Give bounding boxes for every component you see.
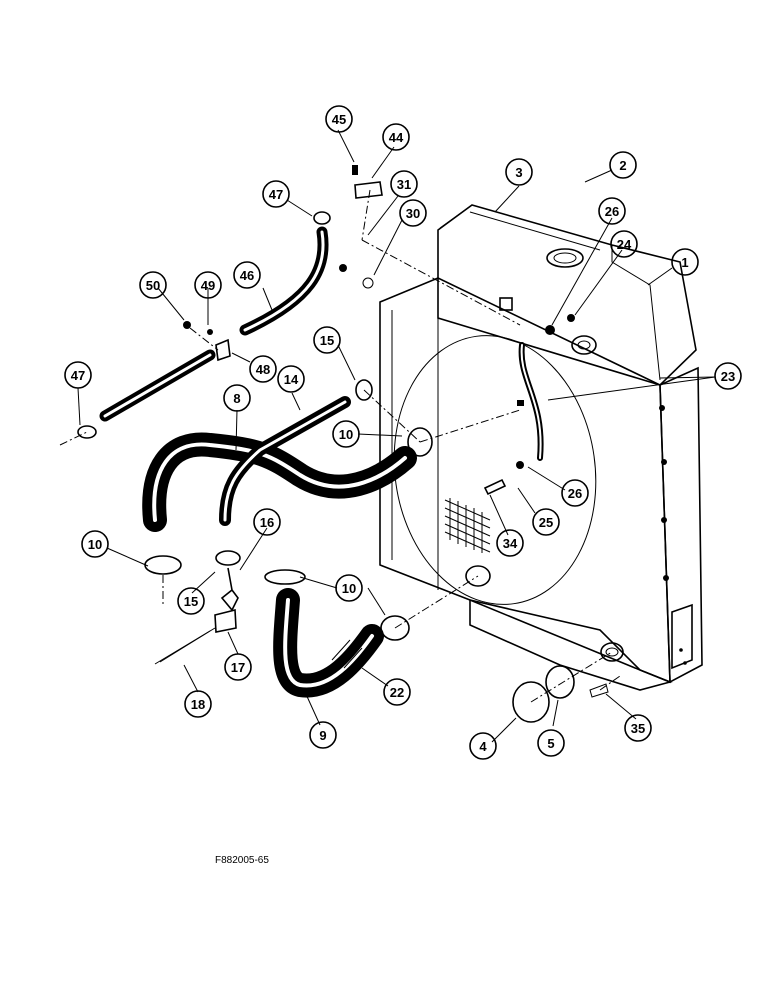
callout-22: 22 bbox=[383, 678, 411, 706]
callout-15-a: 15 bbox=[313, 326, 341, 354]
vent-tube-46 bbox=[239, 226, 329, 336]
svg-text:15: 15 bbox=[320, 333, 334, 348]
overflow-tube bbox=[518, 342, 544, 461]
svg-text:26: 26 bbox=[605, 204, 619, 219]
callout-50: 50 bbox=[139, 271, 167, 299]
callout-4: 4 bbox=[469, 732, 497, 760]
svg-text:2: 2 bbox=[619, 158, 626, 173]
svg-text:26: 26 bbox=[568, 486, 582, 501]
callout-8: 8 bbox=[223, 384, 251, 412]
lower-hose bbox=[273, 588, 384, 698]
callout-9: 9 bbox=[309, 721, 337, 749]
svg-text:46: 46 bbox=[240, 268, 254, 283]
callout-23: 23 bbox=[714, 362, 742, 390]
callout-1: 1 bbox=[671, 248, 699, 276]
svg-text:24: 24 bbox=[617, 237, 632, 252]
figure-code: F882005-65 bbox=[215, 855, 269, 866]
svg-text:3: 3 bbox=[515, 165, 522, 180]
svg-text:8: 8 bbox=[233, 391, 240, 406]
svg-text:17: 17 bbox=[231, 660, 245, 675]
tube-14 bbox=[219, 396, 351, 526]
svg-text:1: 1 bbox=[681, 255, 688, 270]
callout-46: 46 bbox=[233, 261, 261, 289]
svg-text:4: 4 bbox=[479, 739, 487, 754]
core-mesh bbox=[444, 498, 491, 553]
svg-text:44: 44 bbox=[389, 130, 404, 145]
callout-17: 17 bbox=[224, 653, 252, 681]
svg-text:31: 31 bbox=[397, 177, 411, 192]
svg-text:16: 16 bbox=[260, 515, 274, 530]
svg-text:35: 35 bbox=[631, 721, 645, 736]
svg-text:34: 34 bbox=[503, 536, 518, 551]
callout-10-a: 10 bbox=[332, 420, 360, 448]
callout-3: 3 bbox=[505, 158, 533, 186]
svg-text:10: 10 bbox=[342, 581, 356, 596]
leader-lines bbox=[77, 129, 716, 743]
svg-text:30: 30 bbox=[406, 206, 420, 221]
callout-25: 25 bbox=[532, 508, 560, 536]
upper-hose bbox=[142, 432, 417, 532]
callout-26-a: 26 bbox=[561, 479, 589, 507]
callout-14: 14 bbox=[277, 365, 305, 393]
callout-16: 16 bbox=[253, 508, 281, 536]
radiator-assembly bbox=[379, 204, 703, 691]
callout-34: 34 bbox=[496, 529, 524, 557]
callout-26-b: 26 bbox=[598, 197, 626, 225]
svg-text:49: 49 bbox=[201, 278, 215, 293]
svg-text:9: 9 bbox=[319, 728, 326, 743]
callout-30: 30 bbox=[399, 199, 427, 227]
svg-text:23: 23 bbox=[721, 369, 735, 384]
svg-text:45: 45 bbox=[332, 112, 346, 127]
callout-2: 2 bbox=[609, 151, 637, 179]
svg-text:22: 22 bbox=[390, 685, 404, 700]
callout-47-b: 47 bbox=[64, 361, 92, 389]
callout-18: 18 bbox=[184, 690, 212, 718]
callout-35: 35 bbox=[624, 714, 652, 742]
callout-45: 45 bbox=[325, 105, 353, 133]
callout-31: 31 bbox=[390, 170, 418, 198]
callout-15-b: 15 bbox=[177, 587, 205, 615]
center-lines bbox=[59, 189, 621, 703]
callout-10-c: 10 bbox=[335, 574, 363, 602]
callout-47-a: 47 bbox=[262, 180, 290, 208]
callout-10-b: 10 bbox=[81, 530, 109, 558]
callouts: 1 2 3 4 5 8 9 10 10 10 10 14 15 15 16 17… bbox=[64, 105, 742, 760]
svg-text:47: 47 bbox=[71, 368, 85, 383]
svg-text:5: 5 bbox=[547, 736, 554, 751]
callout-24: 24 bbox=[610, 230, 638, 258]
callout-48: 48 bbox=[249, 355, 277, 383]
svg-text:25: 25 bbox=[539, 515, 553, 530]
vent-tube-lower bbox=[99, 349, 216, 422]
callout-49: 49 bbox=[194, 271, 222, 299]
callout-5: 5 bbox=[537, 729, 565, 757]
svg-text:14: 14 bbox=[284, 372, 299, 387]
svg-text:50: 50 bbox=[146, 278, 160, 293]
svg-text:48: 48 bbox=[256, 362, 270, 377]
svg-text:15: 15 bbox=[184, 594, 198, 609]
svg-text:18: 18 bbox=[191, 697, 205, 712]
svg-text:47: 47 bbox=[269, 187, 283, 202]
svg-text:10: 10 bbox=[88, 537, 102, 552]
callout-44: 44 bbox=[382, 123, 410, 151]
svg-text:10: 10 bbox=[339, 427, 353, 442]
hardware bbox=[77, 165, 609, 723]
